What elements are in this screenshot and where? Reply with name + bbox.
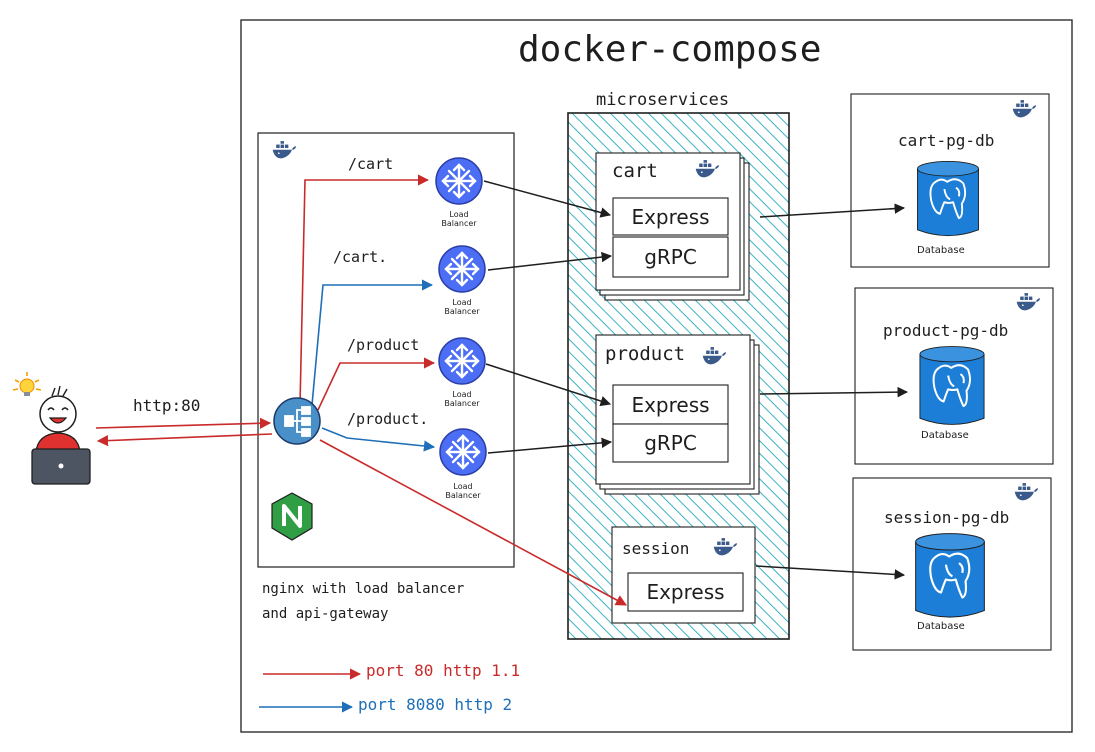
- client-protocol-label: http:80: [133, 396, 201, 415]
- postgres-db-icon: [914, 532, 986, 619]
- lightbulb-icon: [12, 372, 42, 396]
- db-name-session: session-pg-db: [884, 508, 1010, 527]
- postgres-db-icon: [916, 160, 980, 237]
- load-balancer-icon: [437, 244, 487, 294]
- nginx-icon: [271, 492, 313, 541]
- express-label: Express: [631, 392, 710, 417]
- service-name-cart: cart: [612, 160, 658, 182]
- load-balancer-icon: [434, 156, 484, 206]
- grpc-label: gRPC: [644, 245, 697, 269]
- legend-http1-label: port 80 http 1.1: [366, 661, 521, 680]
- route-label: /cart: [348, 155, 394, 173]
- service-name-session: session: [622, 539, 690, 558]
- db-name-cart: cart-pg-db: [898, 131, 995, 150]
- postgres-db-icon: [918, 345, 986, 426]
- db-caption: Database: [921, 430, 969, 441]
- load-balancer-icon: [437, 336, 487, 386]
- express-label: Express: [646, 580, 725, 604]
- db-caption: Database: [917, 621, 965, 632]
- user-laptop-icon: [31, 385, 91, 485]
- db-name-product: product-pg-db: [883, 321, 1009, 340]
- gateway-icon: [273, 397, 321, 445]
- gateway-caption-line1: nginx with load balancer: [262, 581, 465, 597]
- route-label: /cart.: [333, 248, 388, 266]
- route-label: /product: [347, 336, 420, 354]
- legend-http2-label: port 8080 http 2: [358, 695, 513, 714]
- grpc-label: gRPC: [644, 431, 697, 455]
- service-name-product: product: [605, 343, 686, 365]
- route-label: /product.: [347, 410, 429, 428]
- load-balancer-icon: [438, 427, 488, 477]
- db-caption: Database: [917, 245, 965, 256]
- gateway-caption-line2: and api-gateway: [262, 606, 389, 622]
- microservices-label: microservices: [596, 90, 730, 110]
- diagram-title: docker-compose: [518, 29, 822, 70]
- express-label: Express: [631, 204, 710, 229]
